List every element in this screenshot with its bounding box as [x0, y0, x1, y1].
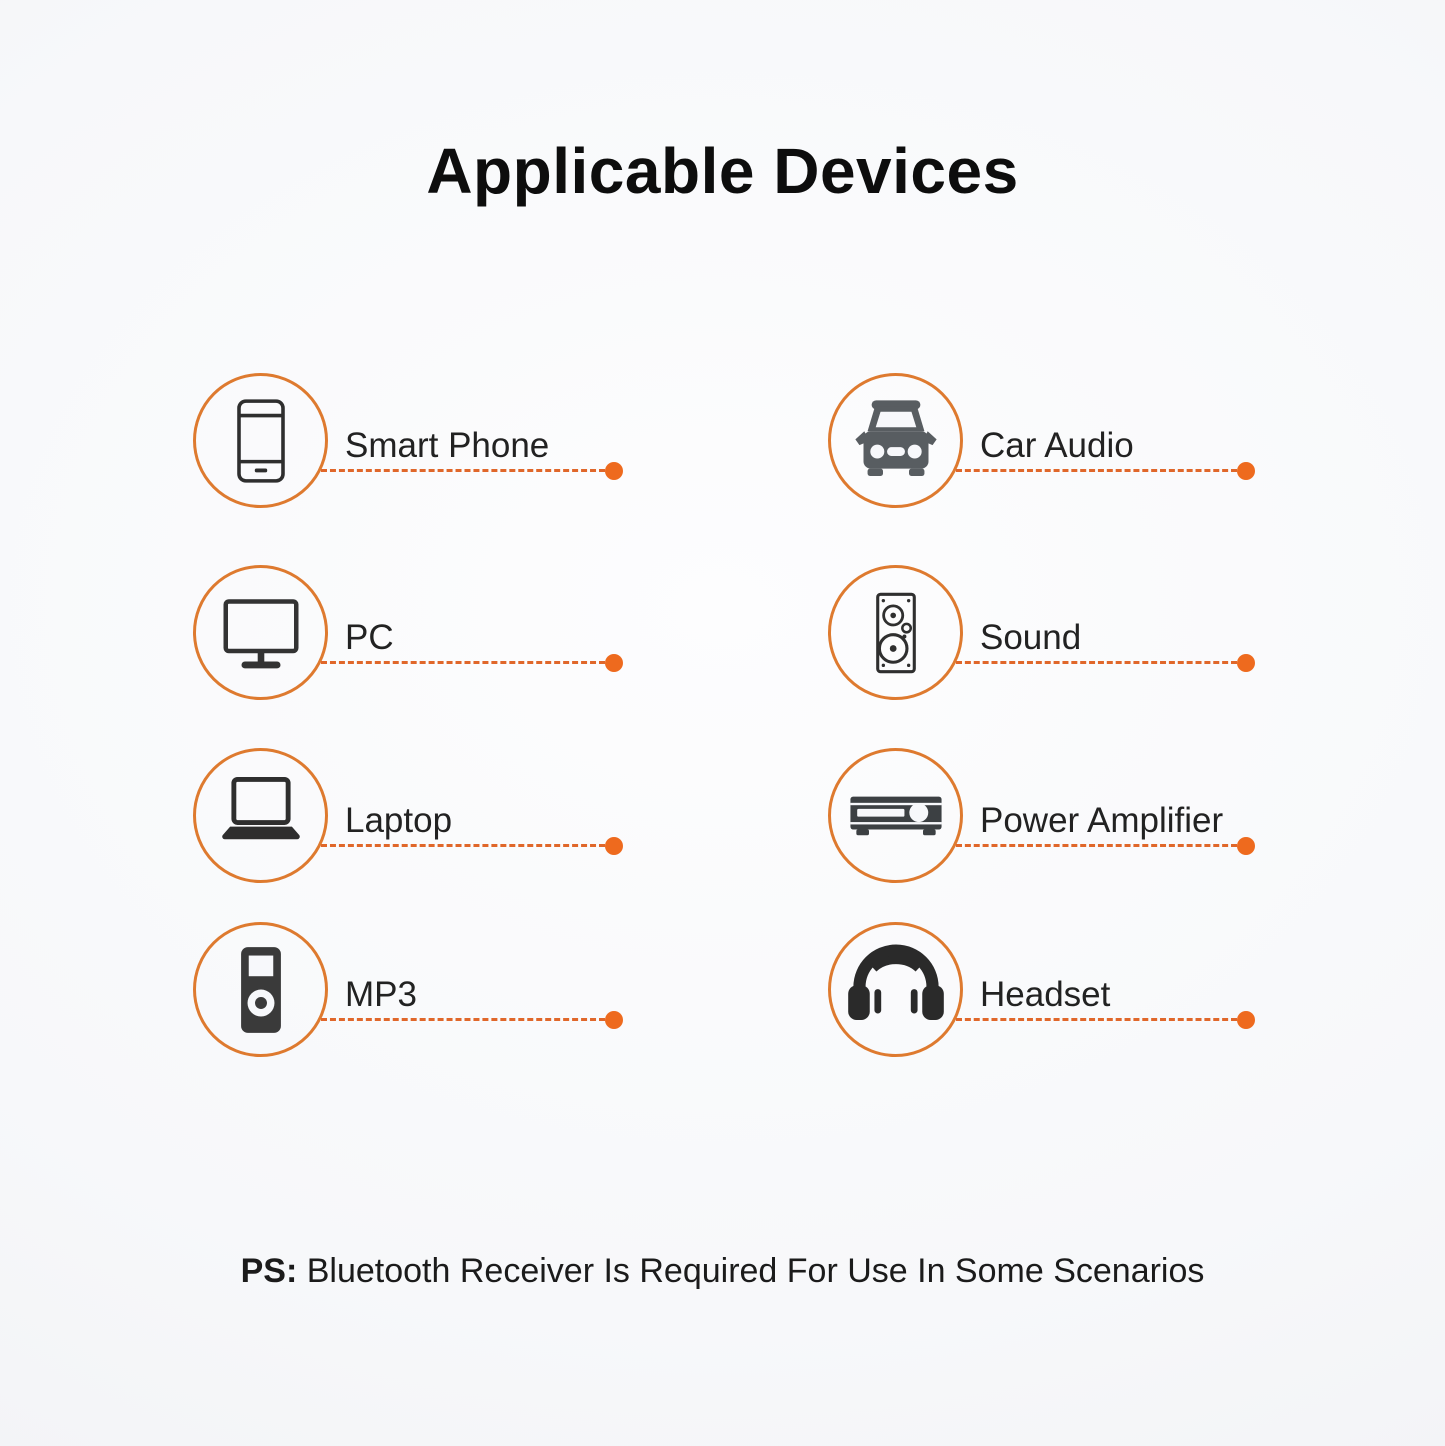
connector-dot: [605, 461, 623, 480]
device-label: Headset: [980, 975, 1111, 1014]
speaker-icon: [851, 588, 941, 678]
footnote-prefix: PS:: [240, 1252, 298, 1290]
connector-line: [321, 1010, 623, 1029]
connector-line: [956, 653, 1255, 672]
device-circle: [193, 373, 328, 508]
device-item-mp3: MP3: [193, 922, 673, 1072]
device-item-car-audio: Car Audio: [828, 373, 1308, 523]
connector-dot: [1237, 461, 1255, 480]
connector-line: [956, 1010, 1255, 1029]
connector-line: [321, 653, 623, 672]
connector-line: [956, 461, 1255, 480]
amplifier-icon: [842, 762, 950, 870]
device-label: Laptop: [345, 801, 453, 840]
device-item-power-amplifier: Power Amplifier: [828, 748, 1308, 898]
device-circle: [828, 748, 963, 883]
device-label: Sound: [980, 618, 1082, 657]
device-label: PC: [345, 618, 394, 657]
monitor-icon: [213, 585, 309, 681]
footnote: PS: Bluetooth Receiver Is Required For U…: [0, 1252, 1445, 1291]
device-item-pc: PC: [193, 565, 673, 715]
mp3-player-icon: [212, 941, 310, 1039]
device-circle: [828, 922, 963, 1057]
device-item-smart-phone: Smart Phone: [193, 373, 673, 523]
device-label: MP3: [345, 975, 417, 1014]
connector-dot: [1237, 836, 1255, 855]
device-label: Power Amplifier: [980, 801, 1224, 840]
connector-dot: [605, 1010, 623, 1029]
page-title: Applicable Devices: [426, 135, 1019, 207]
connector-line: [321, 836, 623, 855]
car-icon: [844, 389, 948, 493]
connector-dot: [1237, 653, 1255, 672]
device-circle: [828, 565, 963, 700]
footnote-text: Bluetooth Receiver Is Required For Use I…: [297, 1252, 1205, 1290]
connector-dot: [1237, 1010, 1255, 1029]
device-item-laptop: Laptop: [193, 748, 673, 898]
device-item-sound: Sound: [828, 565, 1308, 715]
headphones-icon: [836, 930, 956, 1050]
laptop-icon: [209, 764, 313, 868]
connector-line: [321, 461, 623, 480]
connector-dot: [605, 836, 623, 855]
connector-line: [956, 836, 1255, 855]
device-label: Smart Phone: [345, 426, 550, 465]
device-item-headset: Headset: [828, 922, 1308, 1072]
device-circle: [193, 565, 328, 700]
device-circle: [828, 373, 963, 508]
device-circle: [193, 748, 328, 883]
connector-dot: [605, 653, 623, 672]
device-label: Car Audio: [980, 426, 1134, 465]
device-circle: [193, 922, 328, 1057]
smartphone-icon: [217, 397, 305, 485]
